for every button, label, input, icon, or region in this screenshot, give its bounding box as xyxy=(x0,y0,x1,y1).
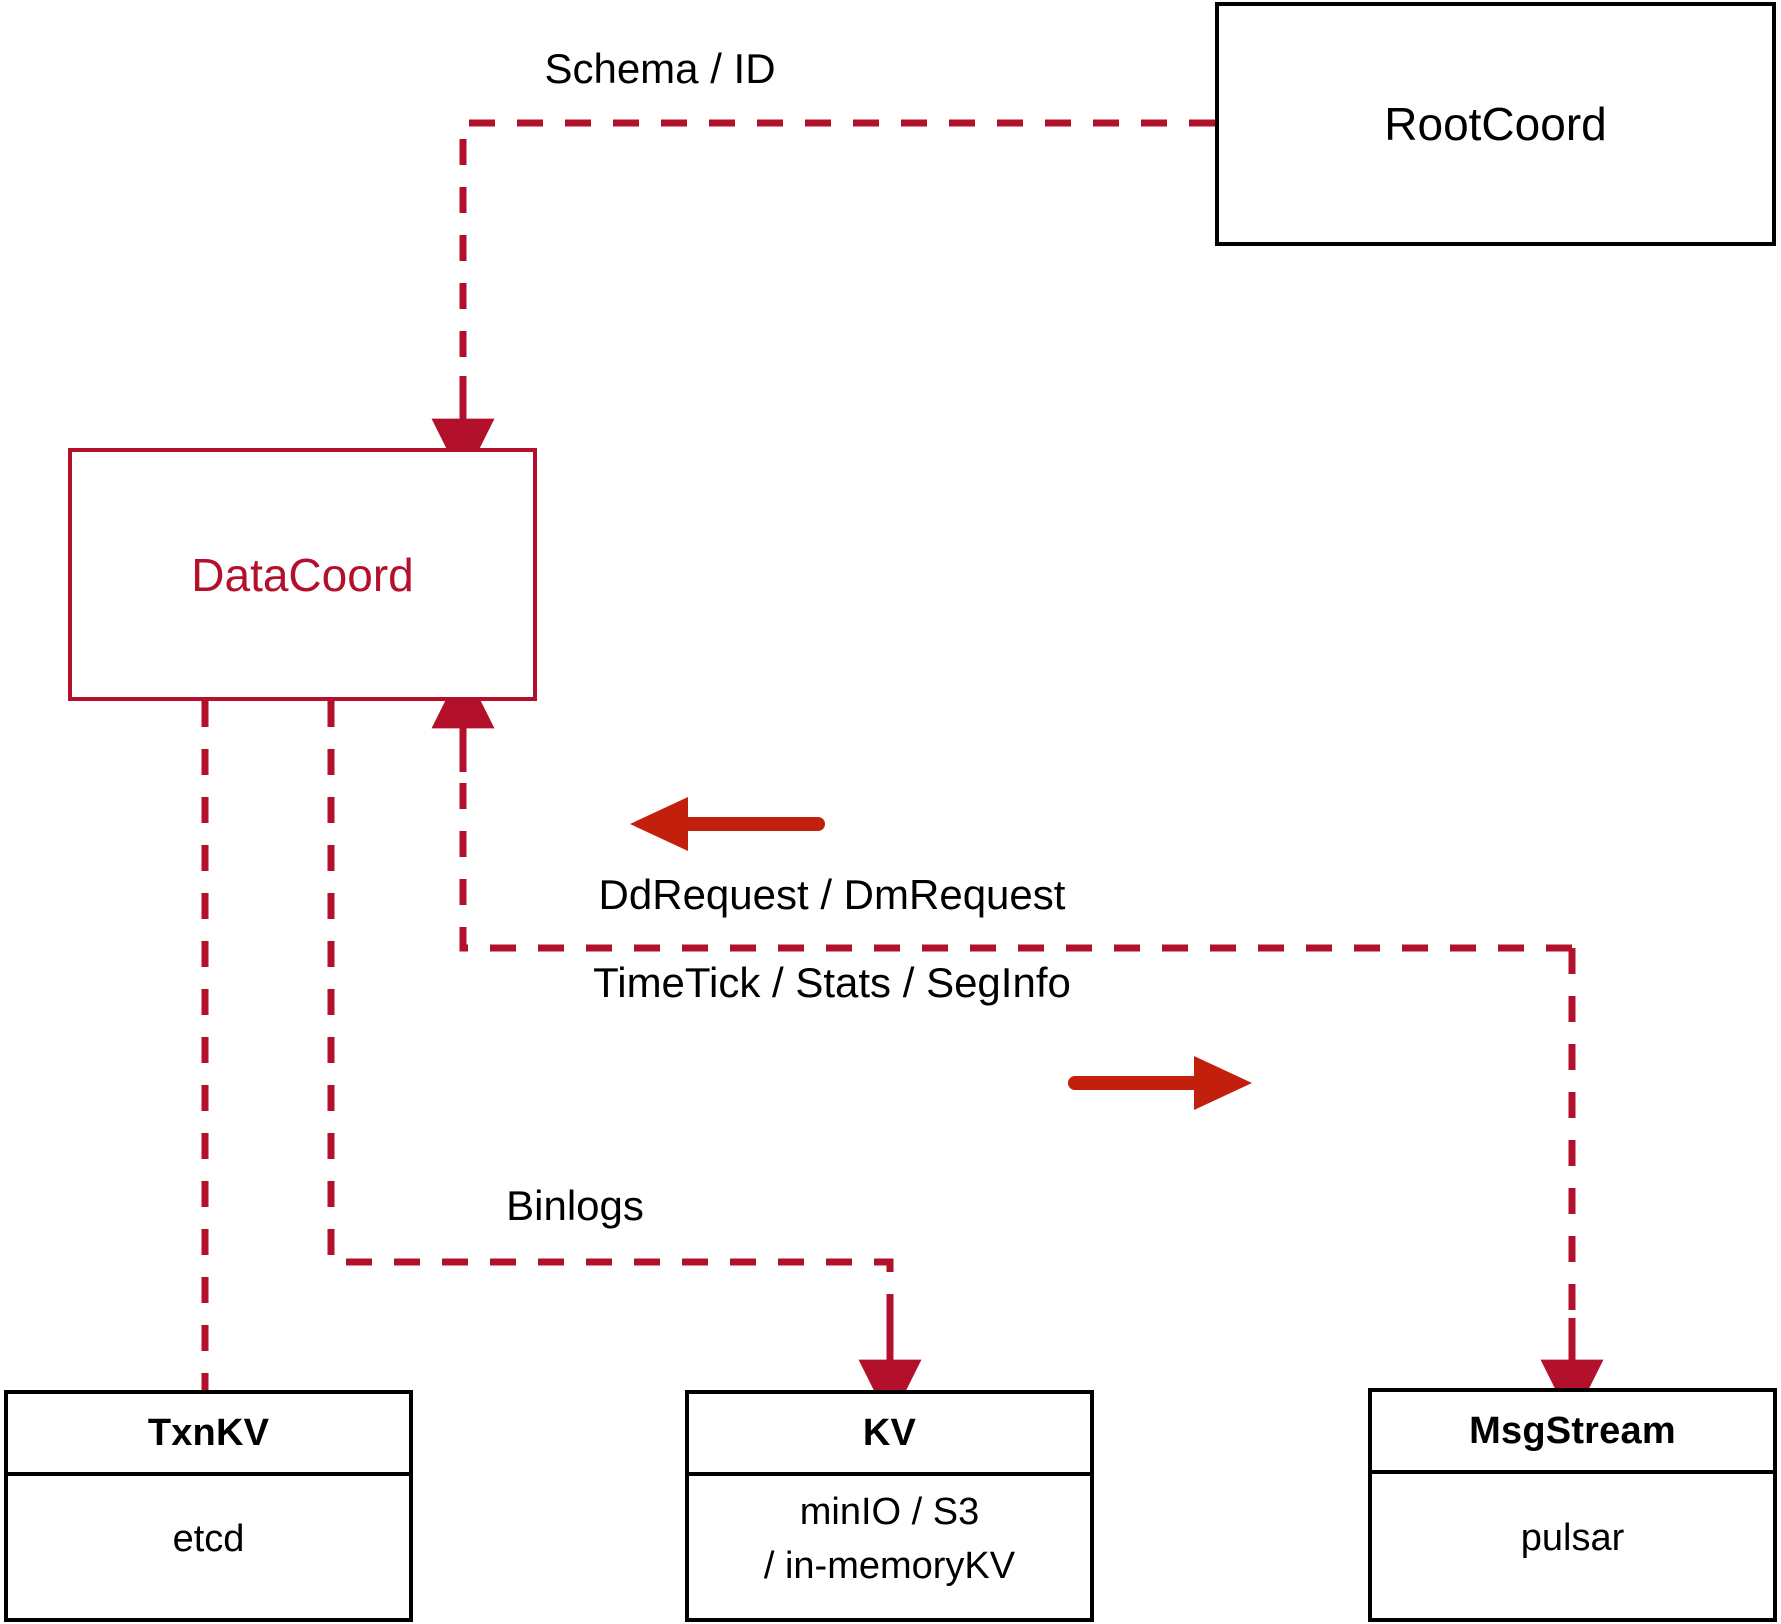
node-txnkv[interactable]: TxnKV etcd xyxy=(4,1390,413,1622)
node-msgstream-header: MsgStream xyxy=(1372,1392,1773,1474)
edge-label-binlogs: Binlogs xyxy=(506,1182,644,1229)
node-kv-header: KV xyxy=(689,1394,1090,1476)
edge-msgstream-to-datacoord xyxy=(459,772,1572,952)
direction-arrow-left xyxy=(630,797,825,851)
node-rootcoord[interactable]: RootCoord xyxy=(1215,2,1776,246)
node-kv[interactable]: KV minIO / S3 / in-memoryKV xyxy=(685,1390,1094,1622)
node-msgstream[interactable]: MsgStream pulsar xyxy=(1368,1388,1777,1622)
node-kv-body: minIO / S3 / in-memoryKV xyxy=(689,1476,1090,1618)
node-msgstream-body: pulsar xyxy=(1372,1474,1773,1618)
node-txnkv-body: etcd xyxy=(8,1476,409,1618)
node-kv-body-line-1: minIO / S3 xyxy=(799,1491,980,1534)
node-kv-body-line-2: / in-memoryKV xyxy=(763,1545,1016,1587)
node-msgstream-body-line-1: pulsar xyxy=(1520,1517,1625,1560)
node-datacoord-label: DataCoord xyxy=(191,548,414,601)
node-datacoord[interactable]: DataCoord xyxy=(68,448,537,701)
edge-label-timetick-stats-seginfo: TimeTick / Stats / SegInfo xyxy=(593,959,1071,1006)
edge-label-dd-dm-request: DdRequest / DmRequest xyxy=(598,871,1066,918)
direction-arrow-right xyxy=(1068,1056,1252,1110)
edge-rootcoord-to-datacoord xyxy=(459,119,1215,376)
node-rootcoord-label: RootCoord xyxy=(1384,98,1607,150)
edge-label-schema-id: Schema / ID xyxy=(544,45,776,92)
edge-datacoord-to-kv xyxy=(327,701,894,1320)
node-txnkv-body-line-1: etcd xyxy=(172,1518,245,1561)
node-txnkv-header: TxnKV xyxy=(8,1394,409,1476)
